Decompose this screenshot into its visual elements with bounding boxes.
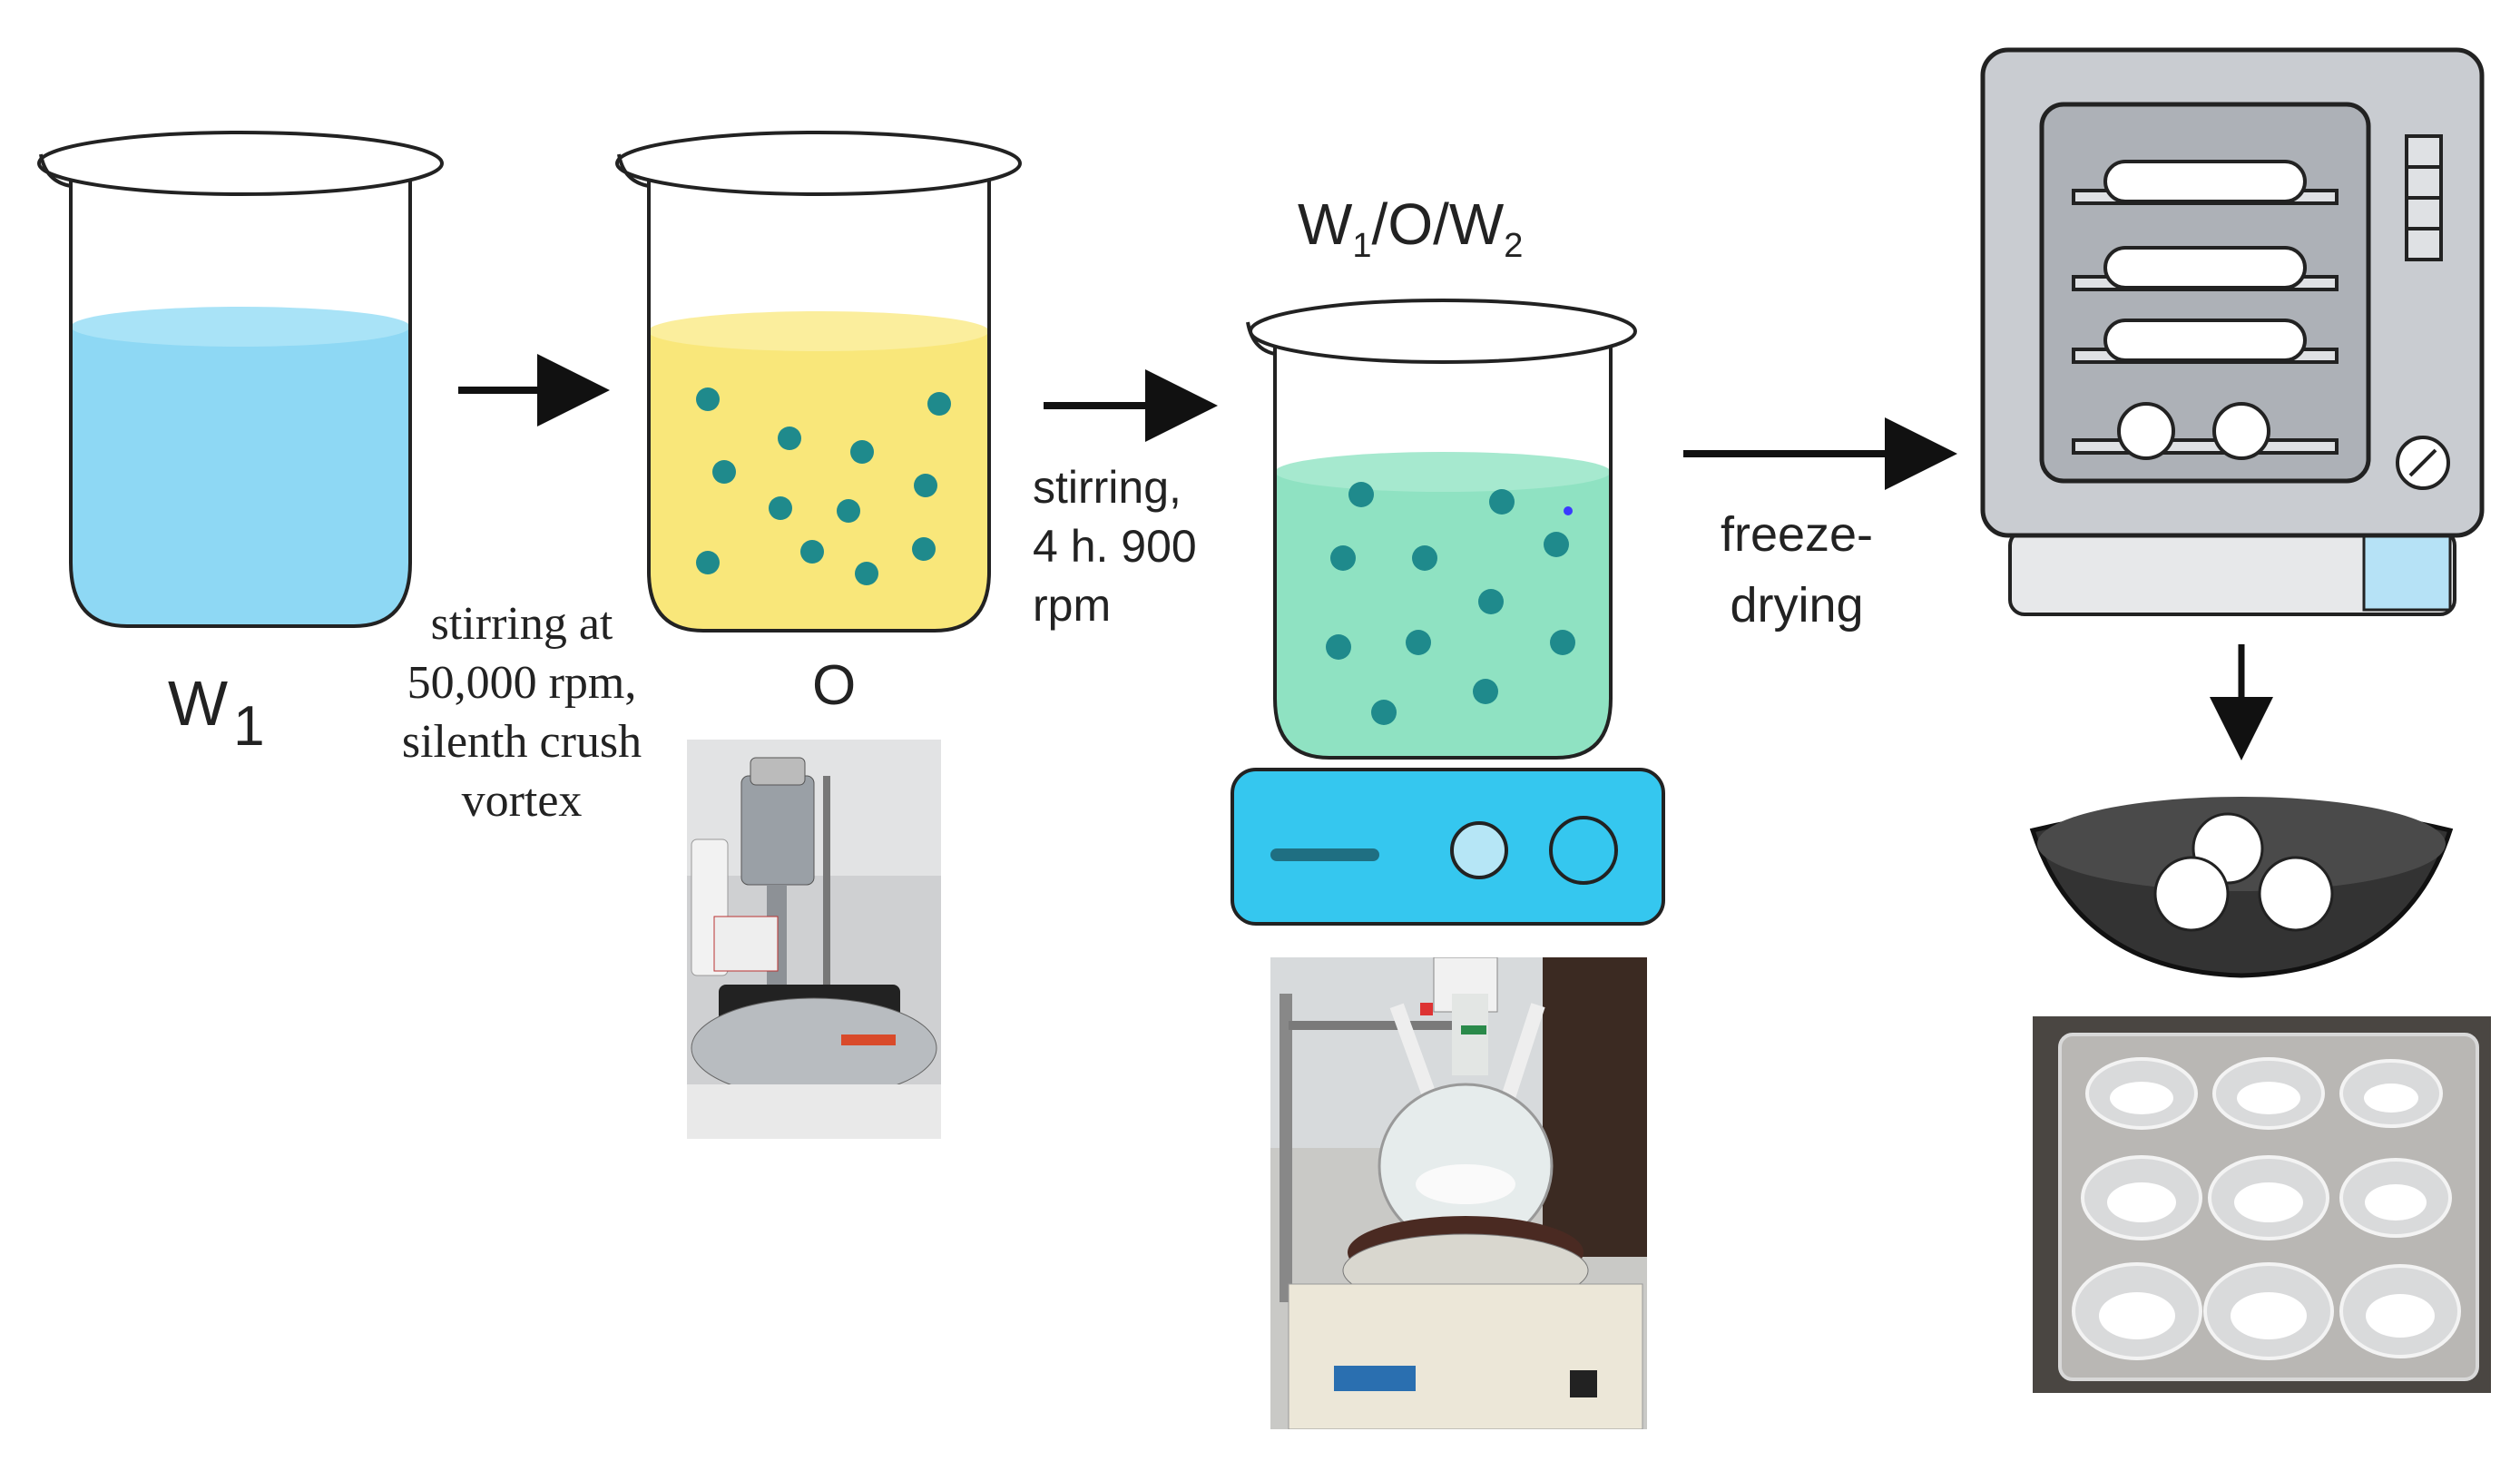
label-o: O [812,654,857,717]
photo-well-plate [2033,1016,2491,1393]
step1-line4: vortex [461,775,583,827]
label-w1: W1 [168,668,265,758]
beaker-o [615,131,1022,632]
photo-homogenizer [687,740,941,1139]
step1-line2: 50,000 rpm, [407,657,637,709]
label-step2: stirring, 4 h. 900 rpm [1033,458,1197,635]
step2-line3: rpm [1033,580,1112,631]
magnetic-stirrer [1231,768,1665,926]
step2-line2: 4 h. 900 [1033,521,1197,572]
step3-line1: freeze- [1720,507,1874,562]
step1-line3: silenth crush [401,716,642,768]
label-step1: stirring at 50,000 rpm, silenth crush vo… [363,594,681,830]
step3-line2: drying [1730,578,1864,632]
photo-stirring-setup [1270,957,1647,1429]
beaker-w1-liquid [71,313,410,626]
beaker-emulsion-liquid [1275,458,1611,758]
step1-line1: stirring at [430,598,613,650]
step2-line1: stirring, [1033,462,1182,513]
beaker-o-liquid [649,318,989,631]
droplets-o [696,387,951,585]
label-step3: freeze- drying [1697,499,1897,641]
droplets-emulsion [1326,482,1575,725]
freeze-dryer [1980,47,2485,616]
label-emulsion: W1/O/W2 [1298,191,1524,265]
bowl-with-spheres [2029,797,2454,978]
beaker-emulsion [1246,299,1637,760]
beaker-w1 [37,131,444,628]
